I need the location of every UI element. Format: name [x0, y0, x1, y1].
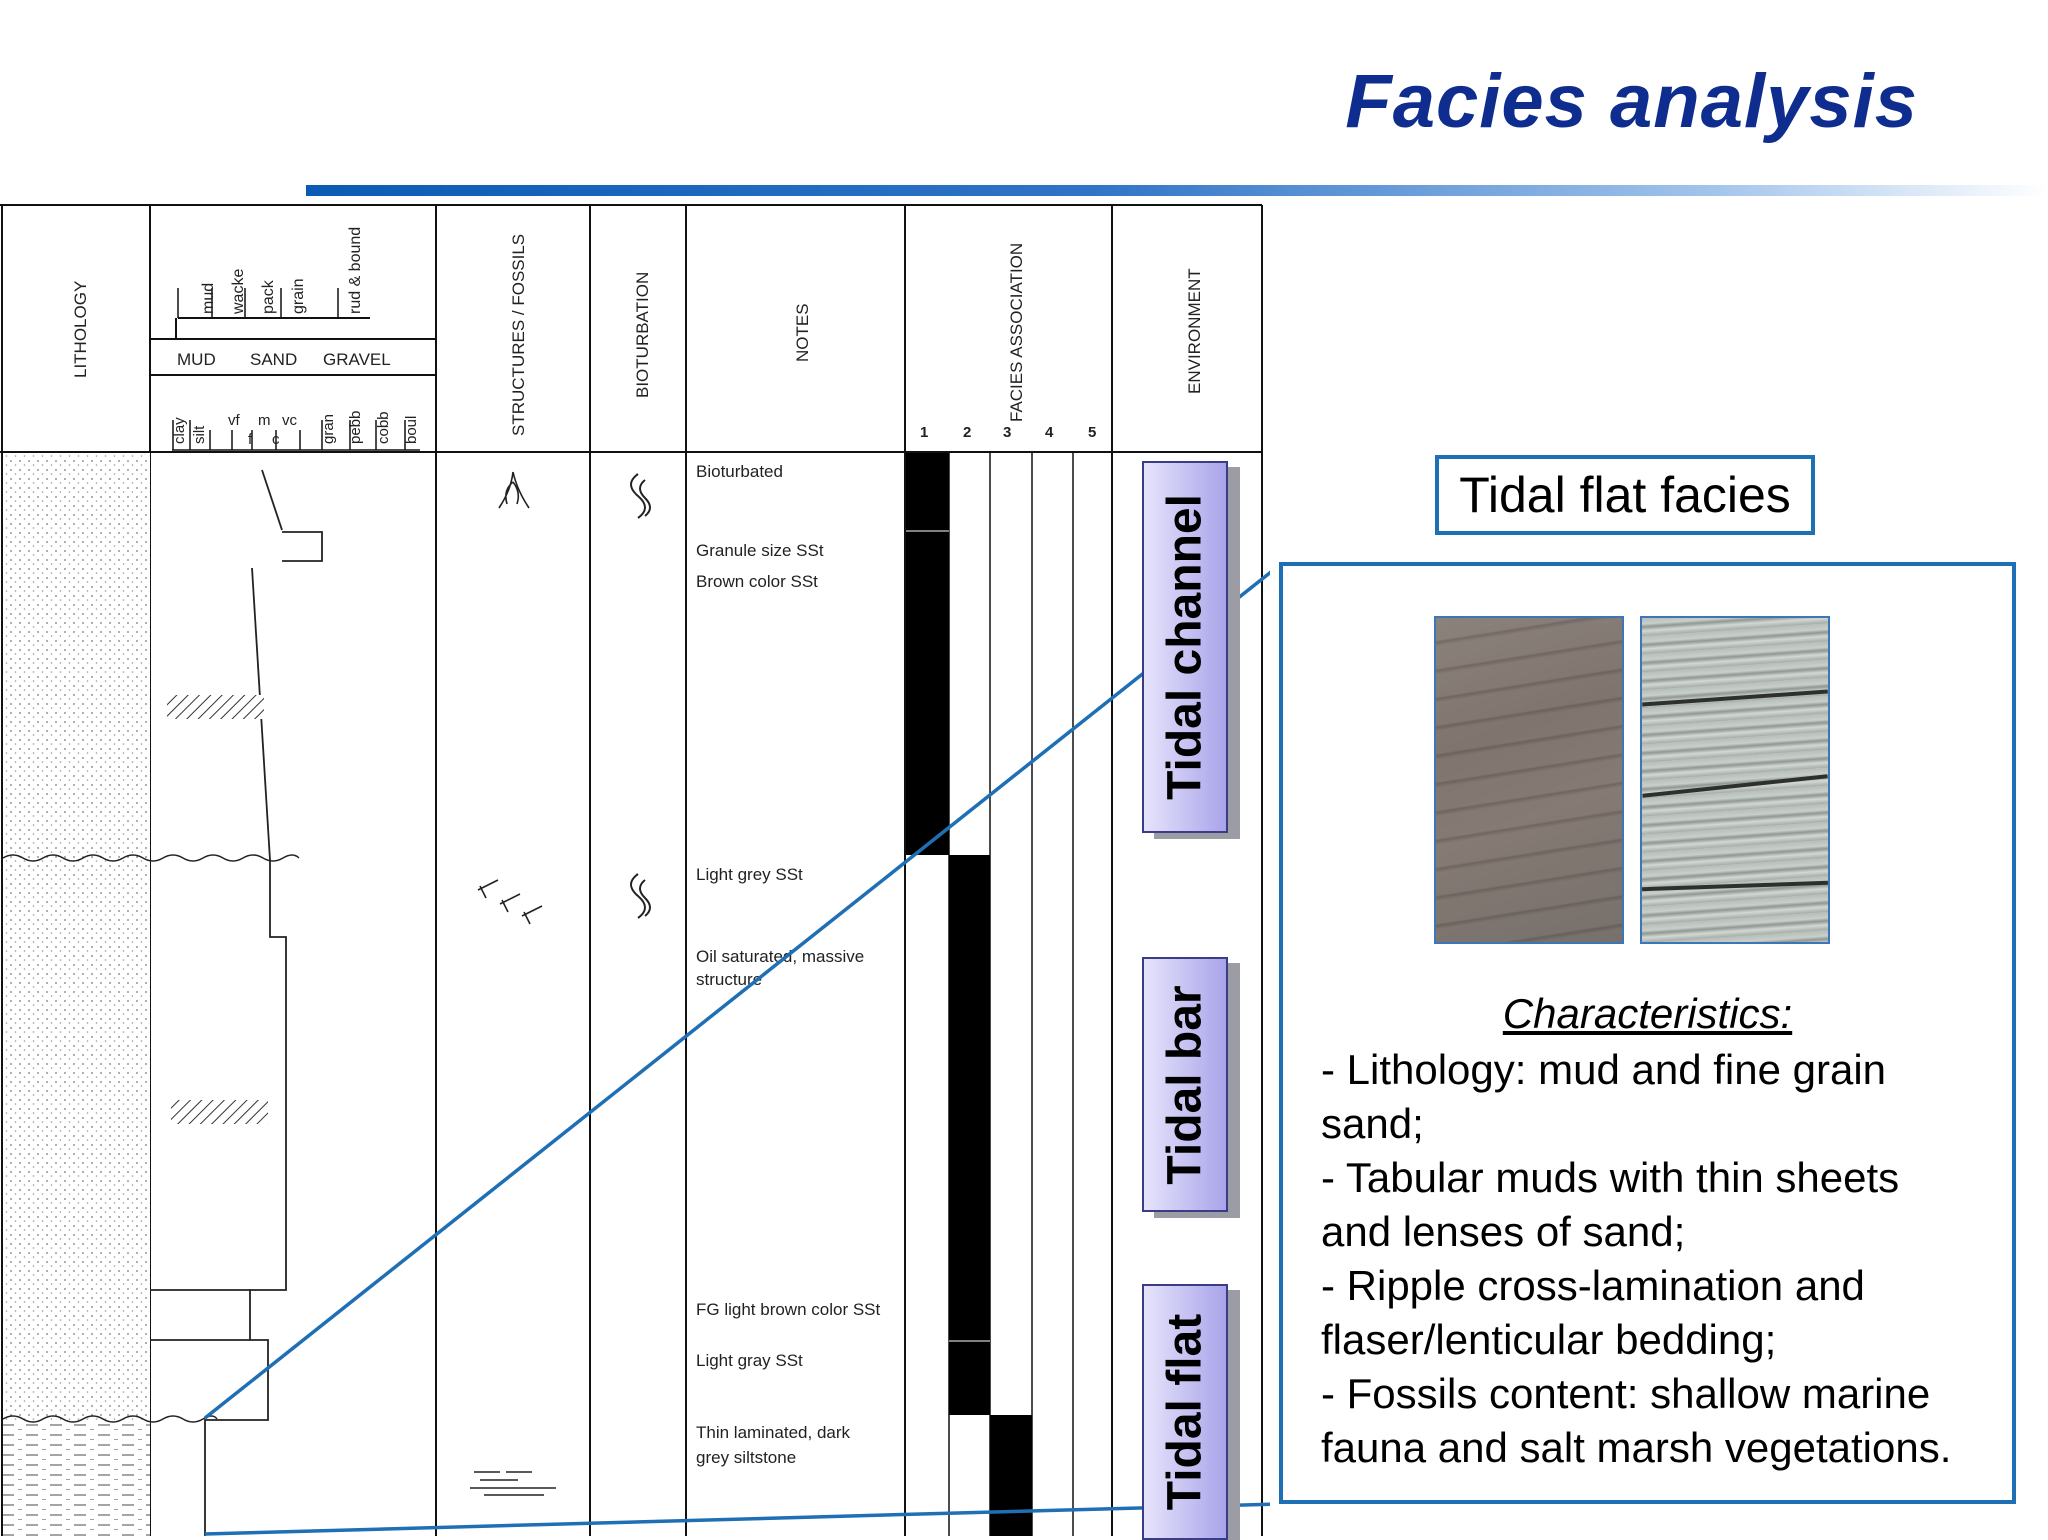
grain-label-wacke: wacke	[230, 269, 247, 315]
note-granule-size: Granule size SSt	[696, 541, 824, 560]
grain-class-mud: MUD	[177, 350, 216, 369]
facies-detail-panel: Characteristics: - Lithology: mud and fi…	[1279, 562, 2016, 1504]
erosion-surface-lower	[2, 1415, 218, 1423]
characteristics-list: - Lithology: mud and fine grain sand; - …	[1321, 1043, 2011, 1475]
erosion-surface-upper	[2, 854, 300, 862]
characteristics-line: - Lithology: mud and fine grain	[1321, 1046, 1887, 1093]
grain-label-rud-bound: rud & bound	[347, 227, 364, 314]
note-fg-light-brown: FG light brown color SSt	[696, 1300, 881, 1319]
env-tidal-flat: Tidal flat	[1142, 1284, 1228, 1540]
characteristics-line: fauna and salt marsh vegetations.	[1321, 1424, 1952, 1471]
header-notes: NOTES	[793, 303, 812, 362]
env-label-tidal-channel: Tidal channel	[1158, 494, 1212, 800]
grain-size-vc: vc	[282, 412, 298, 429]
burrow-icon-upper	[630, 473, 651, 519]
note-thin-laminated: Thin laminated, dark	[696, 1423, 851, 1442]
grain-scale: mud wacke pack grain rud & bound MUD SAN…	[150, 227, 436, 451]
ripple-lamination-icon	[477, 879, 543, 925]
cross-bedding-lower	[171, 1100, 268, 1124]
characteristics-line: sand;	[1321, 1100, 1424, 1147]
grain-size-c: c	[272, 431, 280, 448]
grain-label-mud: mud	[200, 283, 217, 314]
note-massive-structure: structure	[696, 970, 762, 989]
callout-line-bottom	[204, 1502, 1270, 1536]
lamination-icon	[470, 1471, 556, 1496]
characteristics-line: and lenses of sand;	[1321, 1208, 1686, 1255]
core-fracture	[1642, 774, 1828, 798]
grain-size-cobb: cobb	[375, 411, 392, 444]
grain-class-sand: SAND	[250, 350, 297, 369]
env-label-tidal-flat: Tidal flat	[1158, 1313, 1212, 1511]
facies-number-1: 1	[920, 424, 928, 441]
grain-size-silt: silt	[191, 425, 208, 444]
grain-size-profile	[150, 469, 323, 1536]
characteristics-line: - Tabular muds with thin sheets	[1321, 1154, 1900, 1201]
characteristics-line: flaser/lenticular bedding;	[1321, 1316, 1777, 1363]
grain-label-grain: grain	[290, 278, 307, 314]
grain-size-clay: clay	[171, 417, 188, 444]
grain-label-pack: pack	[260, 279, 277, 314]
title-underline	[306, 185, 2048, 196]
grain-size-f: f	[248, 431, 253, 448]
note-brown-color: Brown color SSt	[696, 572, 818, 591]
facies-bar-3	[990, 1415, 1032, 1536]
log-header-grid	[0, 204, 1263, 1536]
header-environment: ENVIRONMENT	[1185, 268, 1204, 394]
characteristics-heading: Characteristics:	[1502, 990, 1793, 1037]
facies-bar-2	[949, 855, 990, 1415]
note-light-gray: Light gray SSt	[696, 1351, 803, 1370]
note-grey-siltstone: grey siltstone	[696, 1448, 796, 1467]
header-structures: STRUCTURES / FOSSILS	[509, 234, 528, 436]
characteristics-line: - Ripple cross-lamination and	[1321, 1262, 1865, 1309]
burrow-icon-lower	[630, 873, 651, 919]
slide-title: Facies analysis	[1345, 59, 1918, 144]
core-photo-right	[1640, 616, 1830, 944]
facies-title-box: Tidal flat facies	[1435, 455, 1815, 535]
core-fracture	[1642, 880, 1828, 892]
lithology-siltstone	[3, 1421, 150, 1536]
grain-size-gran: gran	[320, 414, 337, 444]
characteristics-line: - Fossils content: shallow marine	[1321, 1370, 1931, 1417]
note-bioturbated: Bioturbated	[696, 462, 783, 481]
env-label-tidal-bar: Tidal bar	[1158, 984, 1212, 1185]
env-tidal-channel: Tidal channel	[1142, 461, 1228, 833]
grain-size-vf: vf	[228, 412, 241, 429]
header-lithology: LITHOLOGY	[71, 281, 90, 378]
core-photo-left	[1434, 616, 1624, 944]
trace-fossil-icon	[498, 471, 530, 509]
header-facies-association: FACIES ASSOCIATION	[1007, 243, 1026, 422]
callout-line-top	[203, 570, 1270, 1420]
cross-bedding-upper	[167, 695, 264, 719]
note-oil-saturated: Oil saturated, massive	[696, 947, 864, 966]
lithology-sandstone	[3, 453, 150, 1421]
facies-number-2: 2	[963, 424, 971, 441]
facies-bar-1	[906, 453, 949, 855]
facies-number-3: 3	[1003, 424, 1011, 441]
grain-size-boul: boul	[403, 416, 420, 444]
header-bioturbation: BIOTURBATION	[633, 272, 652, 398]
note-light-grey: Light grey SSt	[696, 865, 803, 884]
facies-number-5: 5	[1088, 424, 1096, 441]
facies-number-4: 4	[1045, 424, 1054, 441]
grain-size-m: m	[258, 412, 271, 429]
core-fracture	[1642, 689, 1828, 707]
env-tidal-bar: Tidal bar	[1142, 957, 1228, 1212]
sedimentary-log: LITHOLOGY STRUCTURES / FOSSILS BIOTURBAT…	[0, 204, 1270, 1536]
grain-class-gravel: GRAVEL	[323, 350, 391, 369]
grain-size-pebb: pebb	[347, 411, 364, 444]
